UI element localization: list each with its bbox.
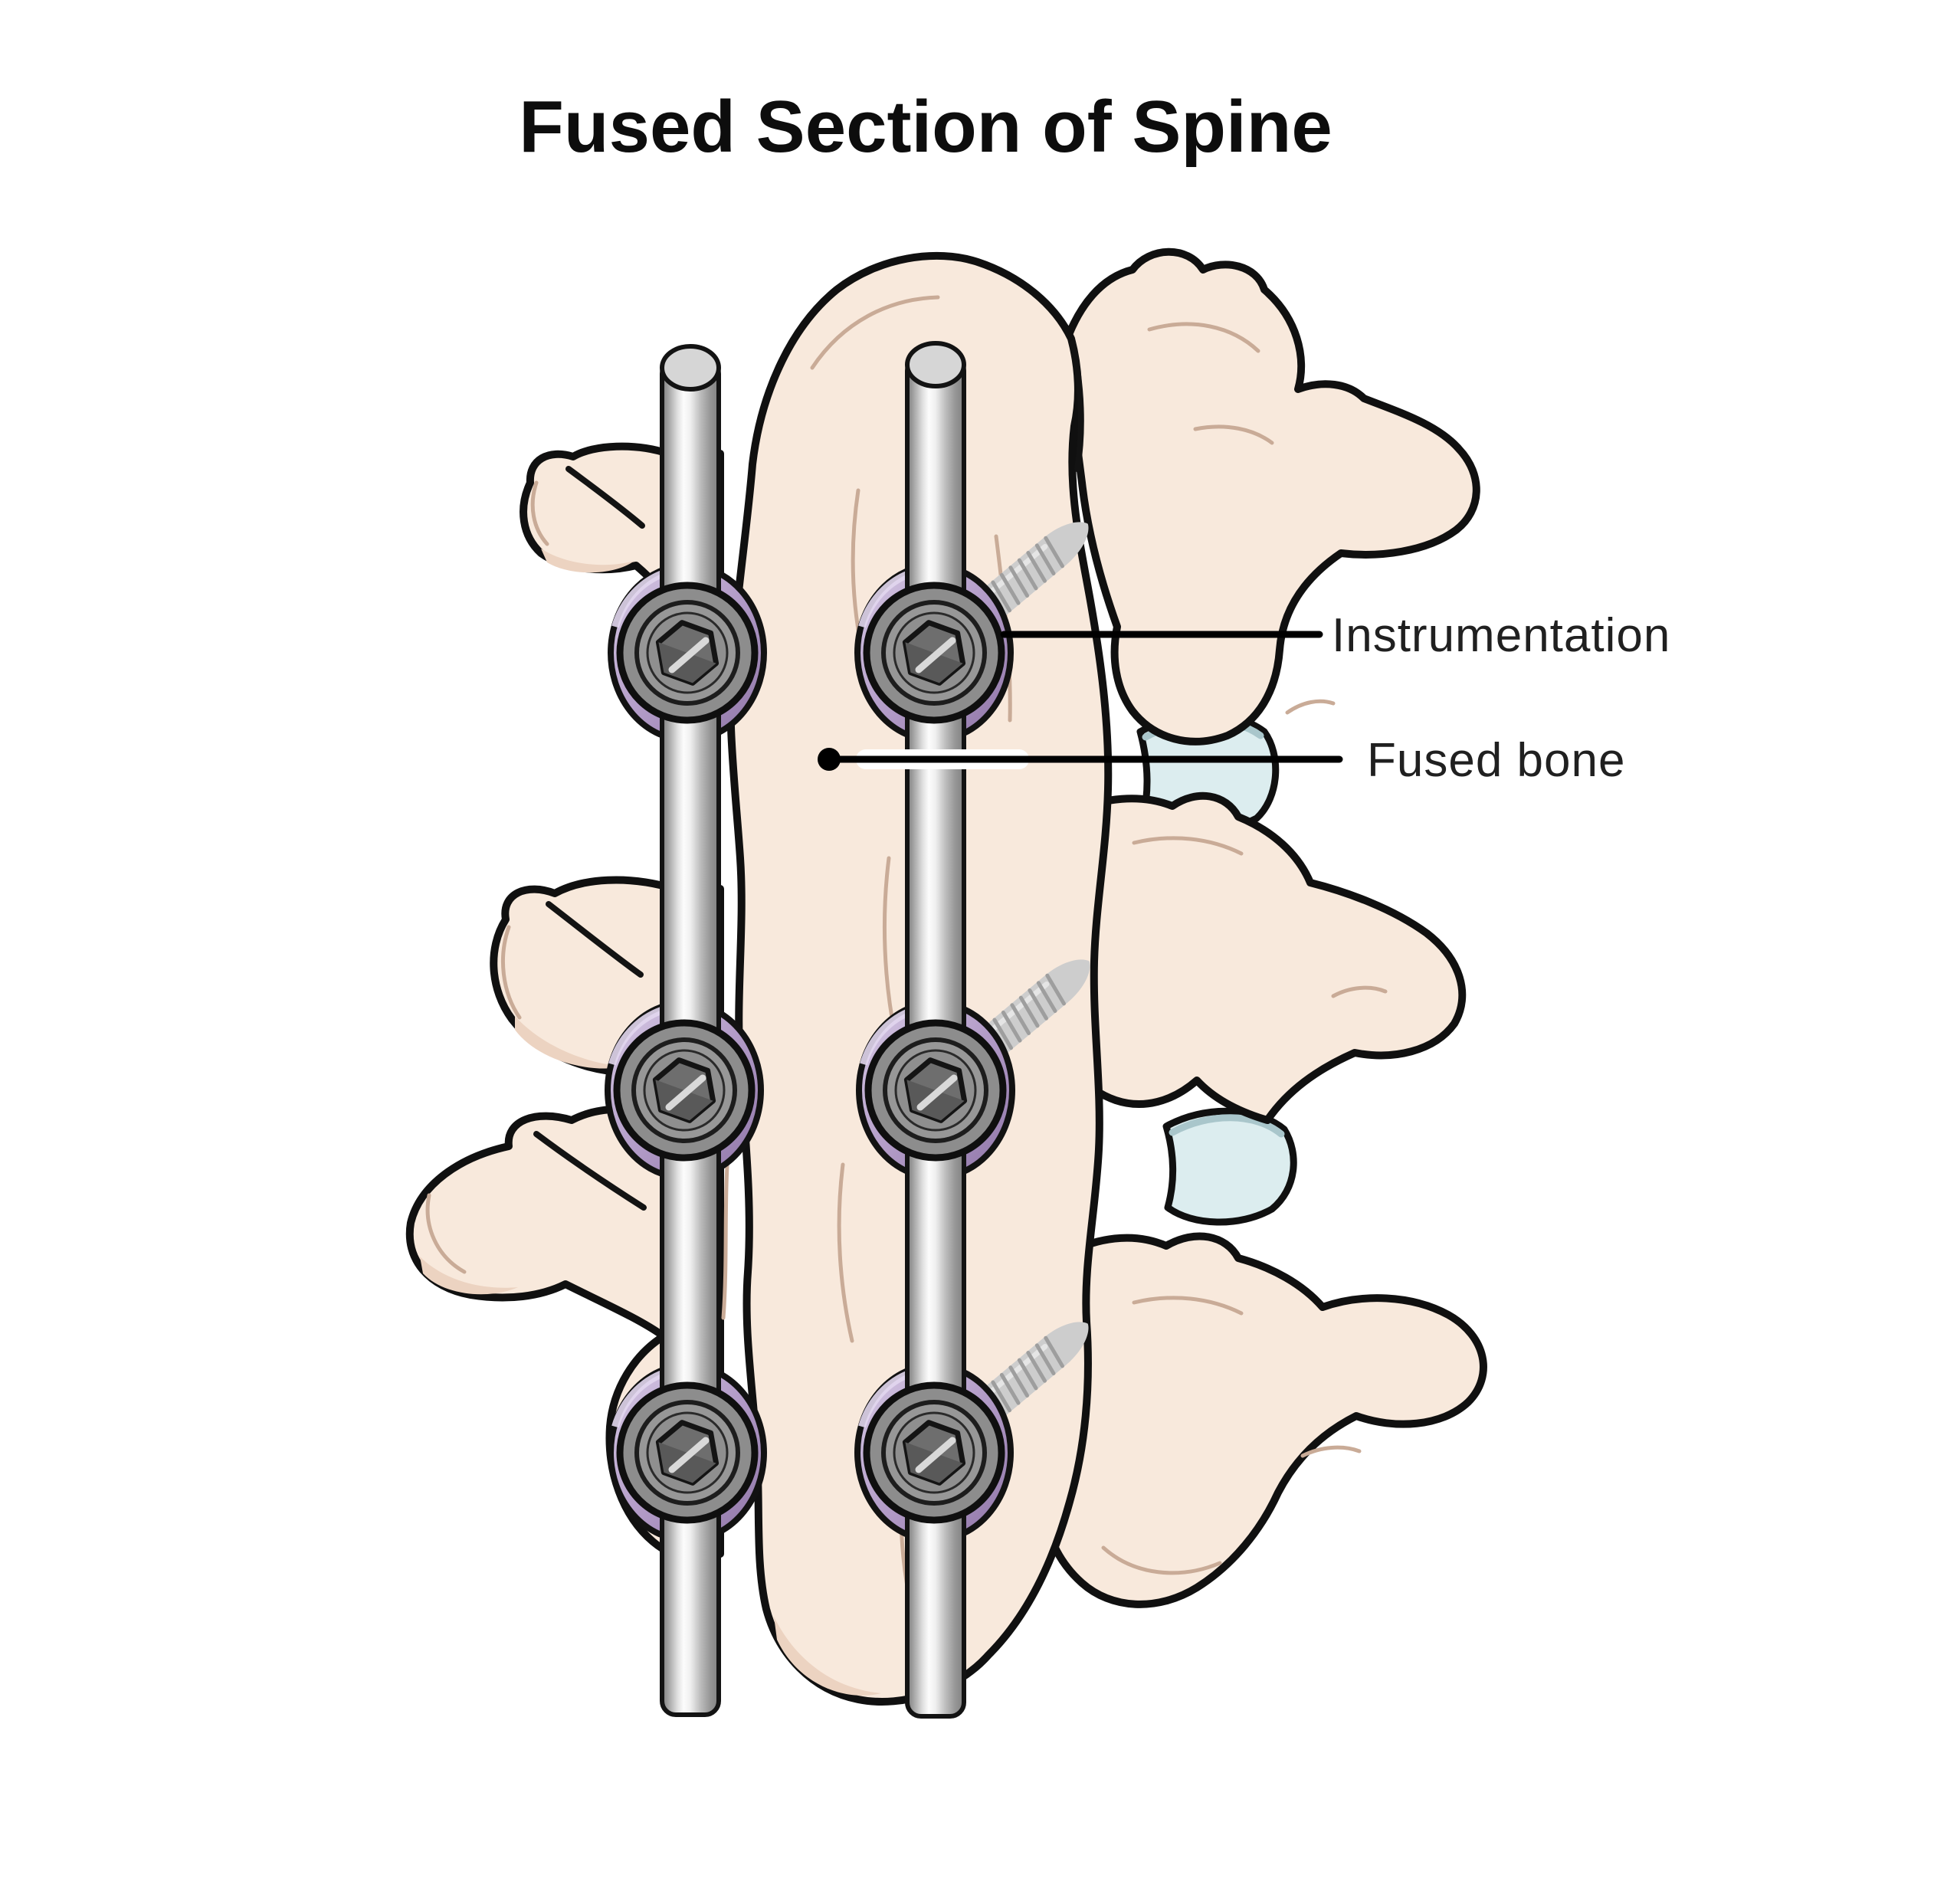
label-fused-bone: Fused bone bbox=[1367, 734, 1625, 787]
bone-contour-line bbox=[1147, 322, 1260, 353]
bone-contour-line bbox=[882, 856, 897, 1037]
label-instrumentation: Instrumentation bbox=[1332, 609, 1670, 662]
bone-contour-line bbox=[1101, 1545, 1222, 1575]
rod-top-cap bbox=[905, 341, 966, 388]
pedicle-screw-head bbox=[868, 1023, 1003, 1158]
pedicle-screw-head bbox=[620, 585, 755, 720]
page-title: Fused Section of Spine bbox=[519, 86, 1332, 168]
bone-contour-line bbox=[425, 1193, 467, 1274]
cleft-line bbox=[1070, 340, 1084, 472]
bone-contour-line bbox=[1132, 1296, 1244, 1316]
spine-illustration: Instrumentation Fused bone bbox=[405, 247, 1670, 1719]
bone-contour-line bbox=[1300, 1445, 1362, 1458]
bone-shade bbox=[774, 1617, 881, 1696]
pedicle-screw-head bbox=[867, 585, 1001, 720]
disc-shade-line bbox=[1169, 1114, 1285, 1138]
pedicle-screw-head bbox=[620, 1385, 755, 1520]
bone-contour-line bbox=[1285, 699, 1336, 715]
right-vertebrae bbox=[1038, 247, 1487, 1608]
pedicle-screw-head bbox=[617, 1023, 752, 1158]
leader-dot bbox=[818, 748, 841, 771]
pedicle-screw-head bbox=[867, 1385, 1001, 1520]
annotation-instrumentation: Instrumentation bbox=[1000, 609, 1670, 662]
right-vertebra-1 bbox=[1061, 247, 1480, 746]
bone-contour-line bbox=[501, 925, 522, 1020]
bone-contour-line bbox=[530, 480, 549, 546]
bone-contour-line bbox=[837, 1162, 854, 1343]
right-vertebra-3 bbox=[1038, 1232, 1487, 1608]
bone-contour-line bbox=[1193, 424, 1274, 445]
bone-gap-line bbox=[546, 901, 644, 978]
bone-gap-line bbox=[565, 466, 645, 529]
bone-shade bbox=[541, 549, 634, 573]
bone-contour-line bbox=[1132, 836, 1244, 856]
bone-shade bbox=[420, 1257, 518, 1295]
bone-contour-line bbox=[810, 295, 940, 370]
bone-shade bbox=[515, 1016, 625, 1069]
annotation-fused-bone: Fused bone bbox=[818, 734, 1625, 787]
right-vertebra-2 bbox=[1060, 791, 1467, 1124]
bone-gap-line bbox=[533, 1131, 647, 1211]
bone-contour-line bbox=[1331, 985, 1388, 998]
rod-top-cap bbox=[660, 344, 721, 392]
